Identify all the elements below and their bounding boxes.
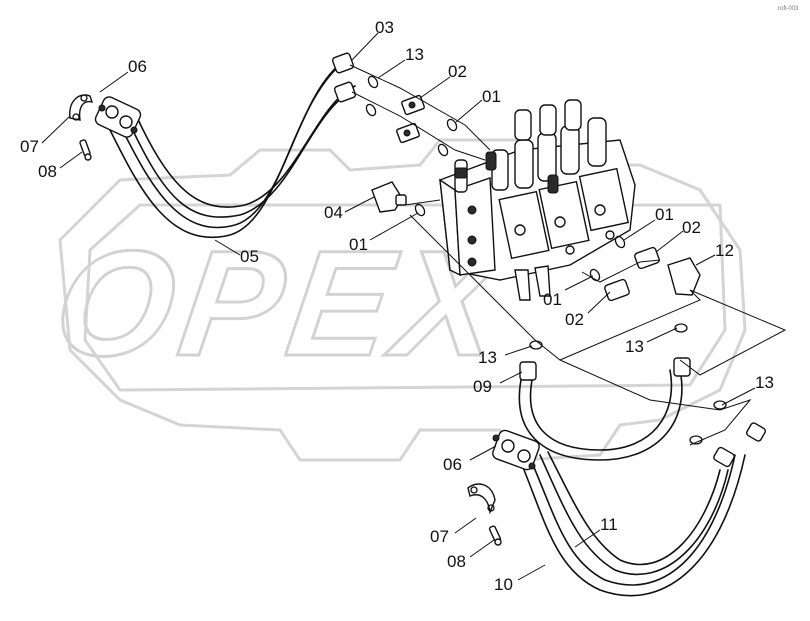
adapters-02-right: [604, 246, 660, 302]
callout-06-lower: 06: [443, 455, 462, 474]
callout-02-mid: 02: [565, 310, 584, 329]
callout-13-lower: 13: [755, 373, 774, 392]
o-rings-13-upper: [365, 75, 379, 117]
callout-03: 03: [375, 18, 394, 37]
callout-07-lower: 07: [430, 527, 449, 546]
elbow-fitting-04: [371, 181, 407, 213]
corner-code: rofl-003: [778, 6, 799, 12]
callout-11: 11: [600, 515, 618, 534]
elbow-fitting-12: [667, 257, 701, 296]
callout-labels: 03 13 02 01 06 07 08 04 01 05 01 02 12 0…: [20, 18, 774, 594]
assembly-lines: [349, 64, 787, 446]
callout-05: 05: [240, 247, 259, 266]
fittings-09: [519, 357, 691, 381]
callout-06-upper: 06: [128, 57, 147, 76]
clamp-half-lower: [467, 483, 496, 515]
watermark-text: OPEX: [46, 220, 519, 387]
control-valve-block: [439, 99, 636, 301]
flange-fitting-lower: [492, 429, 540, 471]
callout-13-left: 13: [478, 348, 497, 367]
callout-12: 12: [715, 241, 734, 260]
callout-13-right: 13: [625, 337, 644, 356]
hose-end-fittings-03: [331, 52, 357, 103]
watermark-gear: [58, 138, 747, 462]
callout-02-right: 02: [682, 218, 701, 237]
callout-07-upper: 07: [20, 137, 39, 156]
bolt-lower: [488, 525, 502, 546]
callout-08-upper: 08: [38, 162, 57, 181]
adapters-02-upper: [396, 94, 425, 144]
hose-pair-upper: [109, 59, 356, 238]
o-rings-13-middle: [529, 323, 688, 350]
hose-end-fittings-lower-right: [713, 422, 767, 468]
clamp-half-upper: [69, 94, 94, 121]
callout-04: 04: [324, 203, 343, 222]
flange-fitting-upper: [94, 96, 142, 138]
callout-10: 10: [494, 575, 513, 594]
callout-09: 09: [473, 377, 492, 396]
callout-08-lower: 08: [447, 552, 466, 571]
hose-lower-09: [518, 369, 683, 461]
callout-13-upper: 13: [405, 45, 424, 64]
o-ring-01-left: [414, 203, 426, 217]
callout-01-left: 01: [349, 235, 368, 254]
callout-01-right: 01: [655, 205, 674, 224]
hose-pair-lower: [519, 451, 746, 597]
o-rings-01-upper: [437, 118, 458, 157]
callout-02-upper: 02: [448, 62, 467, 81]
bolt-upper: [79, 139, 92, 161]
callout-01-mid: 01: [543, 290, 562, 309]
leader-lines: [41, 32, 756, 581]
callout-01-upper: 01: [482, 87, 501, 106]
